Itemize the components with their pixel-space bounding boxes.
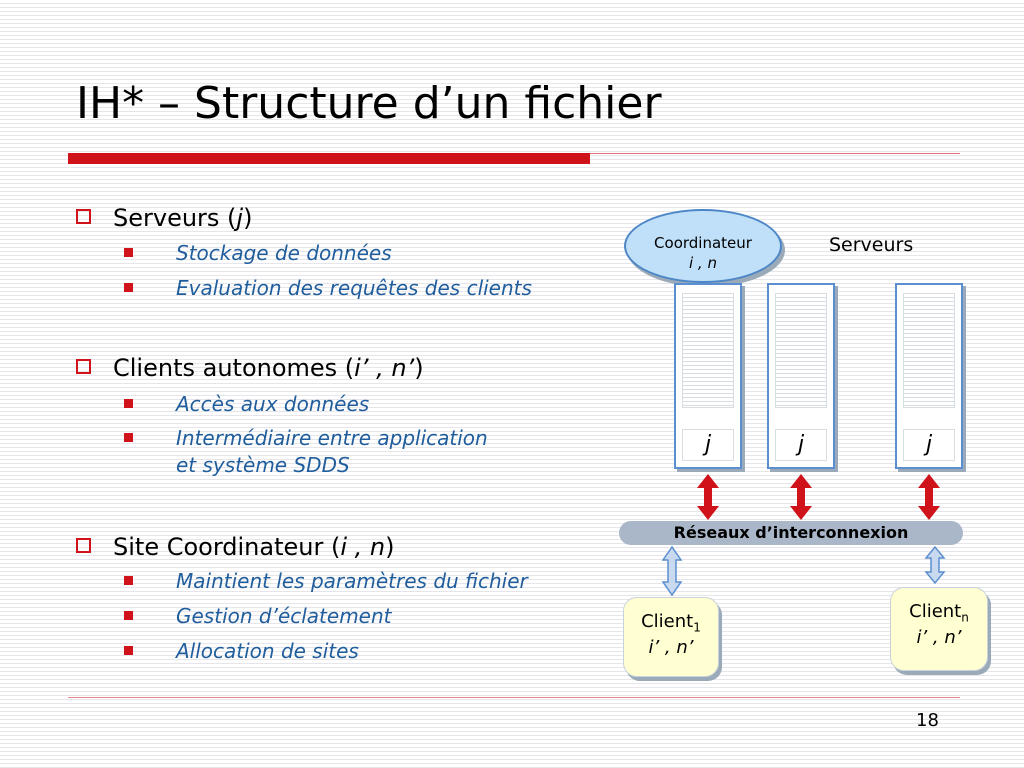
double-arrow-icon bbox=[790, 474, 812, 520]
sub-bullet: Gestion d’éclatement bbox=[124, 603, 392, 630]
client-n-node: Clientn i’ , n’ bbox=[890, 587, 988, 671]
sub-bullet: Allocation de sites bbox=[124, 638, 359, 665]
servers-label: Serveurs bbox=[829, 234, 914, 256]
server-node: j bbox=[895, 283, 963, 469]
red-square-bullet-icon bbox=[124, 433, 133, 442]
server-cell: j bbox=[775, 429, 827, 461]
coordinator-node: Coordinateur i , n bbox=[624, 209, 782, 283]
hollow-double-arrow-icon bbox=[924, 545, 946, 585]
slide-title: IH* – Structure d’un fichier bbox=[76, 78, 662, 129]
sub-bullet: Maintient les paramètres du fichier bbox=[124, 568, 528, 595]
bullet-clients: Clients autonomes (i’ , n’) bbox=[76, 356, 424, 380]
server-cell: j bbox=[903, 429, 955, 461]
hollow-double-arrow-icon bbox=[661, 545, 683, 597]
title-underline bbox=[68, 153, 590, 164]
red-square-bullet-icon bbox=[124, 283, 133, 292]
client-1-node: Client1 i’ , n’ bbox=[623, 597, 719, 677]
sub-bullet: Evaluation des requêtes des clients bbox=[124, 275, 532, 302]
double-arrow-icon bbox=[697, 474, 719, 520]
page-number: 18 bbox=[916, 710, 939, 731]
server-node: j bbox=[767, 283, 835, 469]
title-thin-rule bbox=[590, 153, 960, 154]
network-bar: Réseaux d’interconnexion bbox=[619, 521, 963, 545]
sub-bullet: Accès aux données bbox=[124, 391, 369, 418]
red-square-bullet-icon bbox=[124, 576, 133, 585]
red-square-bullet-icon bbox=[124, 248, 133, 257]
double-arrow-icon bbox=[918, 474, 940, 520]
hollow-square-bullet-icon bbox=[76, 537, 91, 553]
red-square-bullet-icon bbox=[124, 399, 133, 408]
footer-rule bbox=[68, 697, 960, 698]
sub-bullet: Stockage de données bbox=[124, 240, 392, 267]
hollow-square-bullet-icon bbox=[76, 208, 91, 224]
bullet-servers: Serveurs (j) bbox=[76, 206, 252, 230]
red-square-bullet-icon bbox=[124, 646, 133, 655]
hollow-square-bullet-icon bbox=[76, 358, 91, 374]
server-cell: j bbox=[682, 429, 734, 461]
red-square-bullet-icon bbox=[124, 611, 133, 620]
bullet-coordinator: Site Coordinateur (i , n) bbox=[76, 535, 394, 559]
server-node: j bbox=[674, 283, 742, 469]
